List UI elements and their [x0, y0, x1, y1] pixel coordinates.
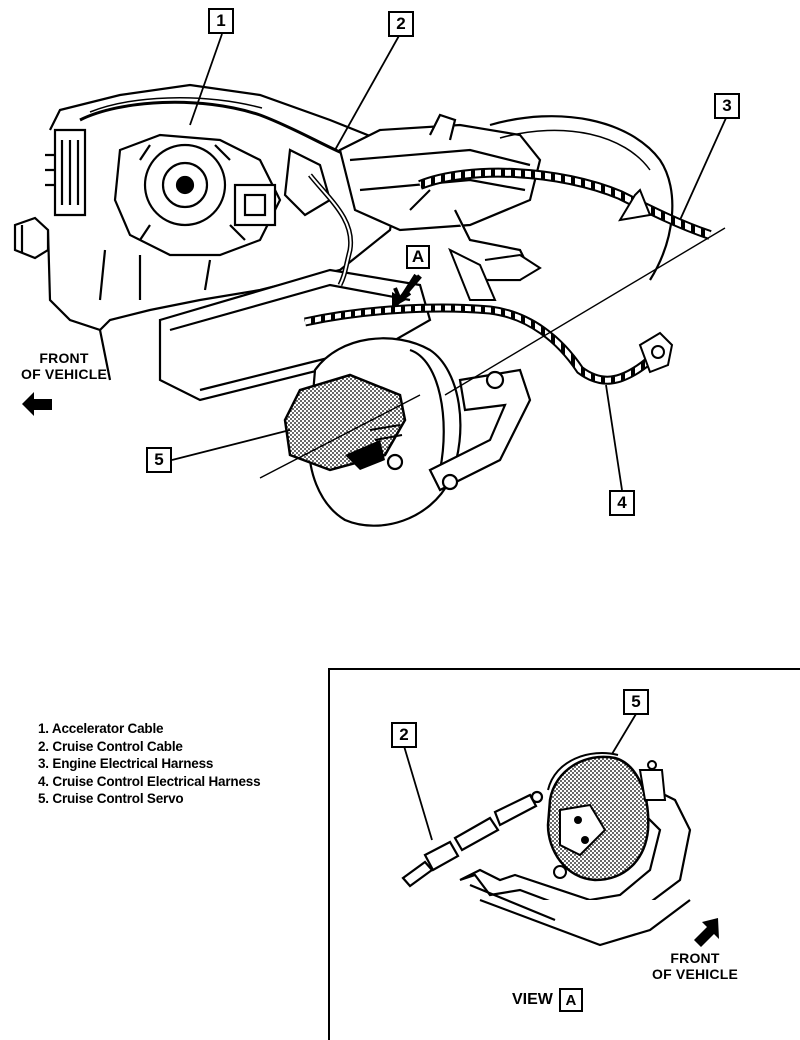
- inset-cruise-cable: [401, 790, 544, 888]
- inset-front-label-line1: FRONT: [670, 950, 720, 966]
- callout-2: 2: [388, 11, 414, 37]
- brake-booster: [489, 115, 674, 281]
- view-letter-box: A: [558, 988, 583, 1012]
- accelerator-cable: [79, 100, 361, 162]
- callout-3: 3: [714, 93, 740, 119]
- inset-bracket: [459, 788, 692, 947]
- view-word: VIEW: [512, 991, 553, 1008]
- front-label-line2: OF VEHICLE: [20, 366, 107, 382]
- callout-5: 5: [146, 447, 172, 473]
- legend-item-3: 3. Engine Electrical Harness: [38, 756, 214, 771]
- front-arrow-icon: [22, 392, 52, 416]
- front-of-vehicle-label: FRONT OF VEHICLE: [14, 350, 114, 382]
- legend-item-4: 4. Cruise Control Electrical Harness: [38, 773, 261, 789]
- parts-legend: 1. Accelerator Cable 2. Cruise Control C…: [38, 720, 261, 808]
- view-a-label: VIEW A: [512, 988, 583, 1012]
- callout-1: 1: [208, 8, 234, 34]
- master-cylinder: [338, 113, 542, 282]
- inset-callout-2: 2: [391, 722, 417, 748]
- legend-item-2: 2. Cruise Control Cable: [38, 738, 183, 754]
- inset-callout-5: 5: [623, 689, 649, 715]
- callout-4: 4: [609, 490, 635, 516]
- view-a-inset-frame: [328, 668, 800, 1040]
- front-label-line1: FRONT: [39, 350, 89, 366]
- inset-servo: [546, 752, 667, 882]
- callout-a: A: [406, 245, 430, 269]
- legend-item-5: 5. Cruise Control Servo: [38, 791, 184, 806]
- cruise-control-servo: [283, 373, 407, 472]
- engine-block: [13, 83, 432, 402]
- inset-front-label-line2: OF VEHICLE: [651, 966, 738, 982]
- inset-front-arrow-icon: [694, 918, 719, 947]
- legend-item-1: 1. Accelerator Cable: [38, 721, 164, 736]
- inset-front-of-vehicle-label: FRONT OF VEHICLE: [640, 950, 750, 982]
